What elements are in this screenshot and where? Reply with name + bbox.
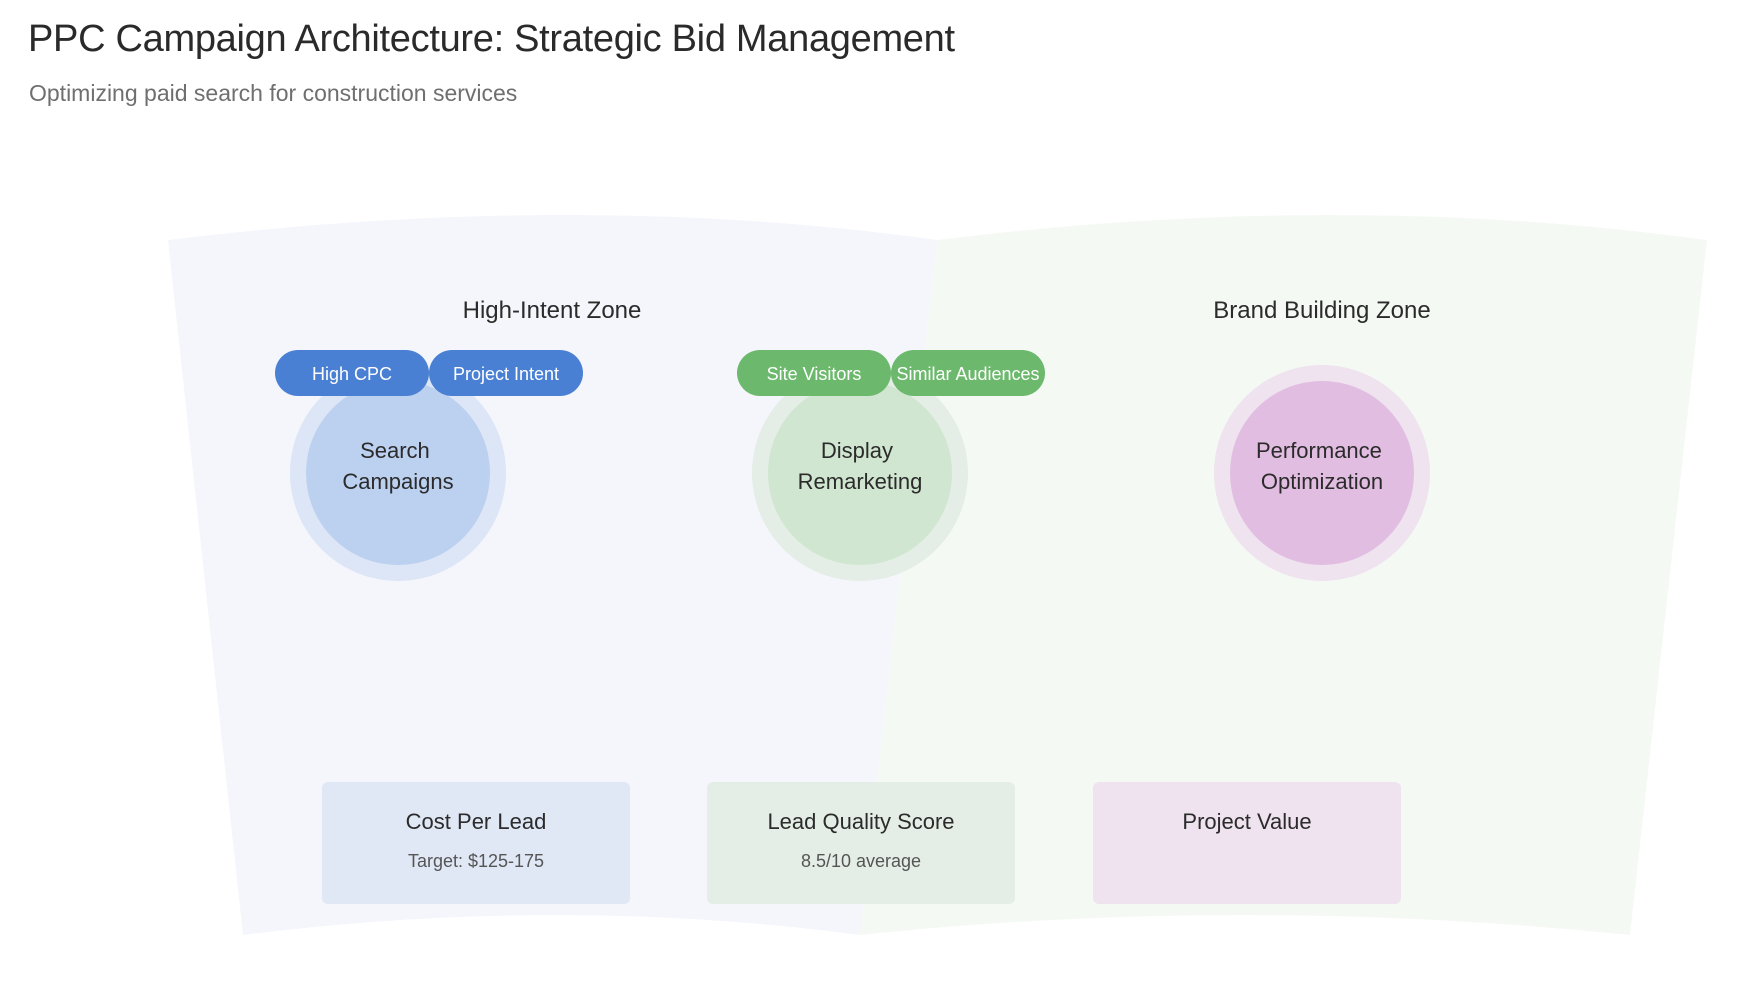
- metric-card-lead-quality-score-box: [707, 782, 1015, 904]
- metric-project-value-title: Project Value: [1182, 809, 1311, 834]
- metric-card-cost-per-lead-box: [322, 782, 630, 904]
- node-performance-optimization-line1: Performance: [1256, 438, 1382, 463]
- metric-card-cost-per-lead: Cost Per Lead Target: $125-175: [322, 782, 630, 904]
- node-search-campaigns-circle: [306, 381, 490, 565]
- node-display-remarketing: Display Remarketing: [752, 365, 968, 581]
- node-search-campaigns: Search Campaigns: [290, 365, 506, 581]
- tag-project-intent-pill: [429, 350, 583, 396]
- tag-project-intent: Project Intent: [429, 350, 583, 396]
- metric-card-lead-quality-score: Lead Quality Score 8.5/10 average: [707, 782, 1015, 904]
- tag-project-intent-label: Project Intent: [453, 364, 559, 384]
- tag-site-visitors-pill: [737, 350, 891, 396]
- metric-lead-quality-score-title: Lead Quality Score: [767, 809, 954, 834]
- zone-brand-building-background: [860, 215, 1707, 935]
- tag-high-cpc-pill: [275, 350, 429, 396]
- node-display-remarketing-circle: [768, 381, 952, 565]
- zone-high-intent-label: High-Intent Zone: [463, 297, 642, 324]
- zone-brand-building-label: Brand Building Zone: [1213, 297, 1430, 324]
- tag-site-visitors: Site Visitors: [737, 350, 891, 396]
- zone-brand-building: Brand Building Zone: [860, 215, 1707, 935]
- metric-card-project-value: Project Value: [1093, 782, 1401, 904]
- node-search-campaigns-line1: Search: [360, 438, 430, 463]
- node-display-remarketing-line1: Display: [821, 438, 893, 463]
- metric-cost-per-lead-value: Target: $125-175: [408, 851, 544, 871]
- metric-lead-quality-score-value: 8.5/10 average: [801, 851, 921, 871]
- metric-cost-per-lead-title: Cost Per Lead: [406, 809, 547, 834]
- node-performance-optimization-line2: Optimization: [1261, 469, 1383, 494]
- tag-high-cpc-label: High CPC: [312, 364, 392, 384]
- node-search-campaigns-label: Search Campaigns: [342, 438, 453, 494]
- tag-similar-audiences: Similar Audiences: [891, 350, 1045, 396]
- tag-site-visitors-label: Site Visitors: [767, 364, 862, 384]
- node-display-remarketing-label: Display Remarketing: [798, 438, 923, 494]
- node-display-remarketing-line2: Remarketing: [798, 469, 923, 494]
- metric-card-project-value-box: [1093, 782, 1401, 904]
- node-search-campaigns-line2: Campaigns: [342, 469, 453, 494]
- node-performance-optimization: Performance Optimization: [1214, 365, 1430, 581]
- tag-similar-audiences-pill: [891, 350, 1045, 396]
- page-subtitle: Optimizing paid search for construction …: [29, 80, 518, 106]
- page-title: PPC Campaign Architecture: Strategic Bid…: [28, 18, 955, 60]
- tag-high-cpc: High CPC: [275, 350, 429, 396]
- tag-similar-audiences-label: Similar Audiences: [896, 364, 1039, 384]
- node-performance-optimization-label: Performance Optimization: [1256, 438, 1388, 494]
- node-performance-optimization-circle: [1230, 381, 1414, 565]
